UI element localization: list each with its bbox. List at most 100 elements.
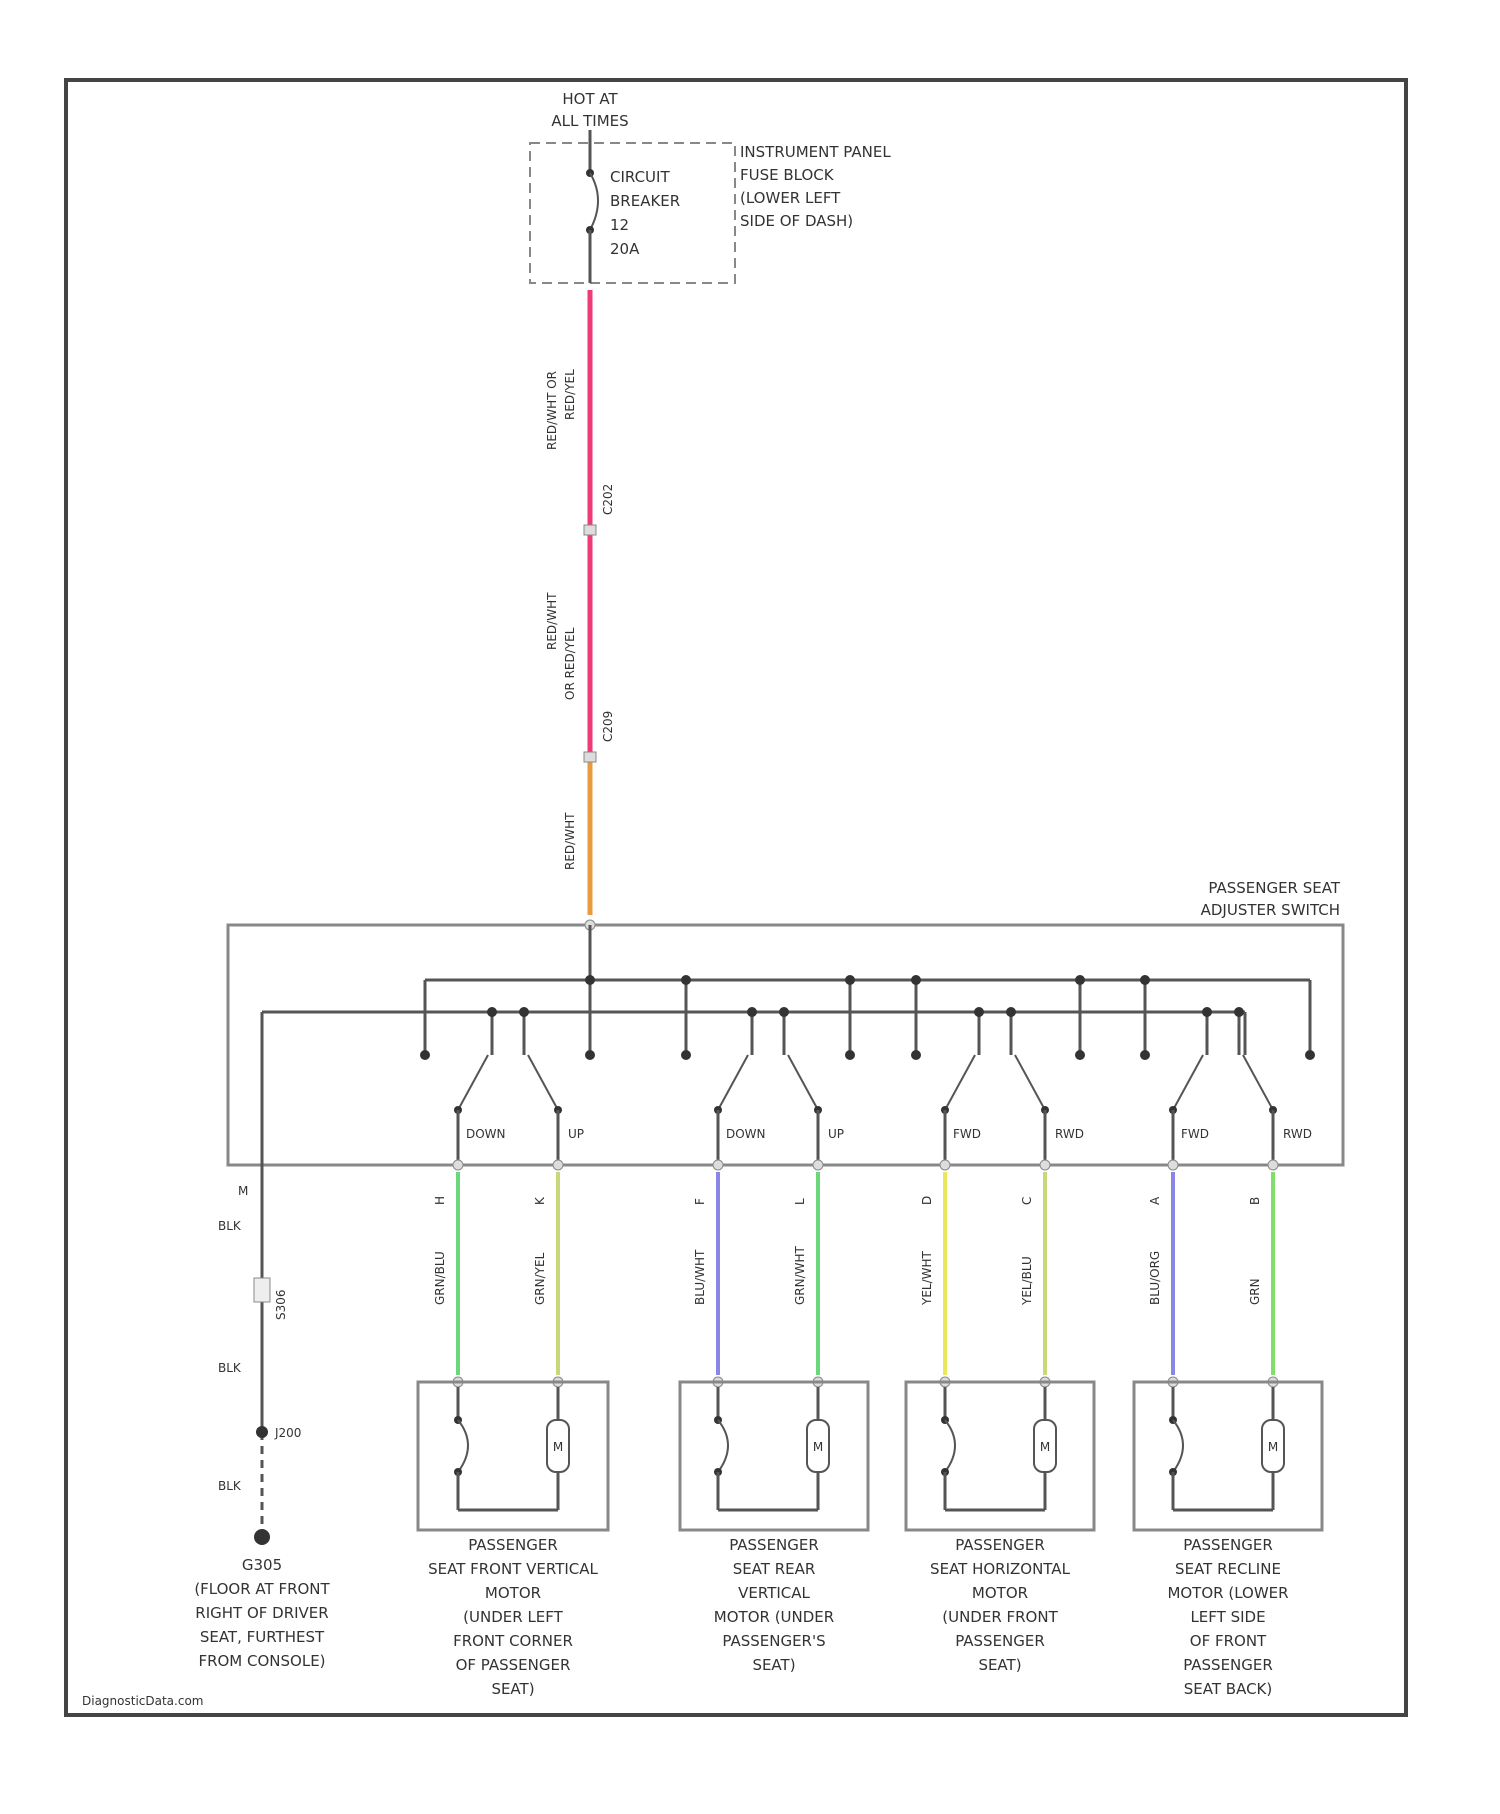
switch-blade-1-a[interactable] — [718, 1055, 748, 1110]
motor-name-2-line-3: (UNDER FRONT — [942, 1608, 1058, 1626]
ground-name: G305 — [242, 1556, 282, 1574]
breaker-location-2: FUSE BLOCK — [740, 166, 835, 184]
motor-name-1-line-1: SEAT REAR — [733, 1560, 816, 1578]
motor-symbol-0: M — [553, 1440, 563, 1454]
hot-label-line1: HOT AT — [562, 90, 618, 108]
circuit-pin-label-3-1: B — [1248, 1197, 1262, 1205]
switch-power-contact-2 — [845, 1050, 855, 1060]
switch-label-2-b: RWD — [1055, 1127, 1084, 1141]
switch-blade-2-b[interactable] — [1015, 1055, 1045, 1110]
switch-bus-node-3 — [911, 975, 921, 985]
switch-power-contact-left — [420, 1050, 430, 1060]
switch-title-1: PASSENGER SEAT — [1208, 879, 1340, 897]
switch-pin-2-1 — [1040, 1160, 1050, 1170]
circuit-pin-label-2-0: D — [920, 1196, 934, 1205]
switch-pin-3-1 — [1268, 1160, 1278, 1170]
connector-c202 — [584, 525, 596, 535]
switch-blade-3-a[interactable] — [1173, 1055, 1203, 1110]
circuit-pin-label-0-0: H — [433, 1196, 447, 1205]
breaker-line-3: 12 — [610, 216, 629, 234]
switch-blade-0-b[interactable] — [528, 1055, 558, 1110]
circuit-breaker-symbol — [590, 173, 598, 230]
motor-box-2 — [906, 1382, 1094, 1530]
motor-symbol-2: M — [1040, 1440, 1050, 1454]
motor-name-0-line-6: SEAT) — [491, 1680, 534, 1698]
ground-junction-label: J200 — [274, 1426, 301, 1440]
breaker-location-1: INSTRUMENT PANEL — [740, 143, 891, 161]
switch-blade-2-a[interactable] — [945, 1055, 975, 1110]
ground-wire-top-label: BLK — [218, 1219, 242, 1233]
motor-name-2-line-2: MOTOR — [972, 1584, 1028, 1602]
feed-wire1-line2: RED/YEL — [563, 369, 577, 420]
switch-pin-3-0 — [1168, 1160, 1178, 1170]
fuse-block-box — [530, 143, 735, 283]
breaker-line-1: CIRCUIT — [610, 168, 670, 186]
motor-box-1 — [680, 1382, 868, 1530]
breaker-location-3: (LOWER LEFT — [740, 189, 841, 207]
switch-ground-node-3-b — [1234, 1007, 1244, 1017]
ground-splice-connector — [254, 1278, 270, 1302]
switch-blade-1-b[interactable] — [788, 1055, 818, 1110]
motor-name-0-line-5: OF PASSENGER — [456, 1656, 571, 1674]
motor-name-3-line-2: MOTOR (LOWER — [1167, 1584, 1288, 1602]
motor-name-1-line-3: MOTOR (UNDER — [714, 1608, 834, 1626]
switch-pin-0-1 — [553, 1160, 563, 1170]
motor-symbol-1: M — [813, 1440, 823, 1454]
motor-name-2-line-5: SEAT) — [978, 1656, 1021, 1674]
motor-name-3-line-1: SEAT RECLINE — [1175, 1560, 1281, 1578]
breaker-location-4: SIDE OF DASH) — [740, 212, 853, 230]
motor-box-0 — [418, 1382, 608, 1530]
feed-wire3-label: RED/WHT — [563, 812, 577, 870]
motor-breaker-2 — [945, 1420, 955, 1472]
ground-pin-label: M — [238, 1184, 248, 1198]
feed-wire1-line1: RED/WHT OR — [545, 371, 559, 450]
switch-power-contact-4 — [1075, 1050, 1085, 1060]
switch-power-contact-3 — [911, 1050, 921, 1060]
circuit-wire-label-0-1: GRN/YEL — [533, 1252, 547, 1305]
ground-junction-dot — [256, 1426, 268, 1438]
circuit-wire-label-0-0: GRN/BLU — [433, 1251, 447, 1305]
feed-conn1-label: C202 — [601, 484, 615, 515]
ground-location-3: SEAT, FURTHEST — [200, 1628, 325, 1646]
ground-location-1: (FLOOR AT FRONT — [194, 1580, 330, 1598]
ground-wire-bot-label: BLK — [218, 1479, 242, 1493]
feed-wire2-line2: OR RED/YEL — [563, 627, 577, 700]
switch-bus-node-5 — [1140, 975, 1150, 985]
motor-name-0-line-0: PASSENGER — [468, 1536, 558, 1554]
switch-blade-3-b[interactable] — [1243, 1055, 1273, 1110]
switch-ground-node-1-b — [779, 1007, 789, 1017]
switch-pin-1-1 — [813, 1160, 823, 1170]
switch-power-contact-0 — [585, 1050, 595, 1060]
switch-bus-node-2 — [845, 975, 855, 985]
switch-pin-1-0 — [713, 1160, 723, 1170]
switch-blade-0-a[interactable] — [458, 1055, 488, 1110]
feed-wire2-line1: RED/WHT — [545, 592, 559, 650]
connector-c209 — [584, 752, 596, 762]
circuit-wire-label-3-0: BLU/ORG — [1148, 1251, 1162, 1305]
motor-name-1-line-0: PASSENGER — [729, 1536, 819, 1554]
motor-name-2-line-1: SEAT HORIZONTAL — [930, 1560, 1071, 1578]
switch-pin-0-0 — [453, 1160, 463, 1170]
motor-name-1-line-2: VERTICAL — [738, 1584, 810, 1602]
motor-name-2-line-4: PASSENGER — [955, 1632, 1045, 1650]
watermark: DiagnosticData.com — [82, 1694, 203, 1708]
switch-ground-node-0-b — [519, 1007, 529, 1017]
motor-name-1-line-4: PASSENGER'S — [722, 1632, 825, 1650]
switch-ground-node-2-b — [1006, 1007, 1016, 1017]
switch-ground-node-0-a — [487, 1007, 497, 1017]
switch-power-contact-right — [1305, 1050, 1315, 1060]
circuit-pin-label-1-0: F — [693, 1198, 707, 1205]
circuit-wire-label-3-1: GRN — [1248, 1278, 1262, 1305]
switch-bus-node-4 — [1075, 975, 1085, 985]
circuit-wire-label-2-1: YEL/BLU — [1020, 1256, 1034, 1306]
switch-label-3-a: FWD — [1181, 1127, 1209, 1141]
motor-breaker-0 — [458, 1420, 468, 1472]
switch-power-contact-5 — [1140, 1050, 1150, 1060]
motor-breaker-1 — [718, 1420, 728, 1472]
switch-pin-2-0 — [940, 1160, 950, 1170]
motor-name-0-line-1: SEAT FRONT VERTICAL — [428, 1560, 598, 1578]
breaker-line-4: 20A — [610, 240, 640, 258]
switch-bus-node-0 — [585, 975, 595, 985]
